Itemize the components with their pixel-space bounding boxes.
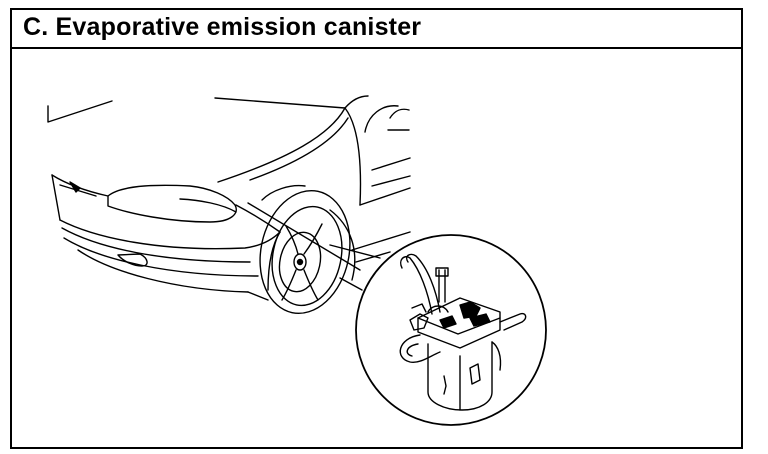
wheel-icon (259, 184, 356, 315)
title-bar: C. Evaporative emission canister (12, 10, 741, 49)
magnifier-circle-icon (355, 234, 547, 426)
diagram-title: C. Evaporative emission canister (23, 13, 422, 41)
pointer-line (339, 277, 363, 291)
pointer-line (247, 202, 361, 271)
diagram-frame: C. Evaporative emission canister (10, 8, 743, 449)
canister-icon (399, 253, 527, 411)
pointer-line (329, 244, 381, 259)
car-front-icon (47, 95, 411, 301)
